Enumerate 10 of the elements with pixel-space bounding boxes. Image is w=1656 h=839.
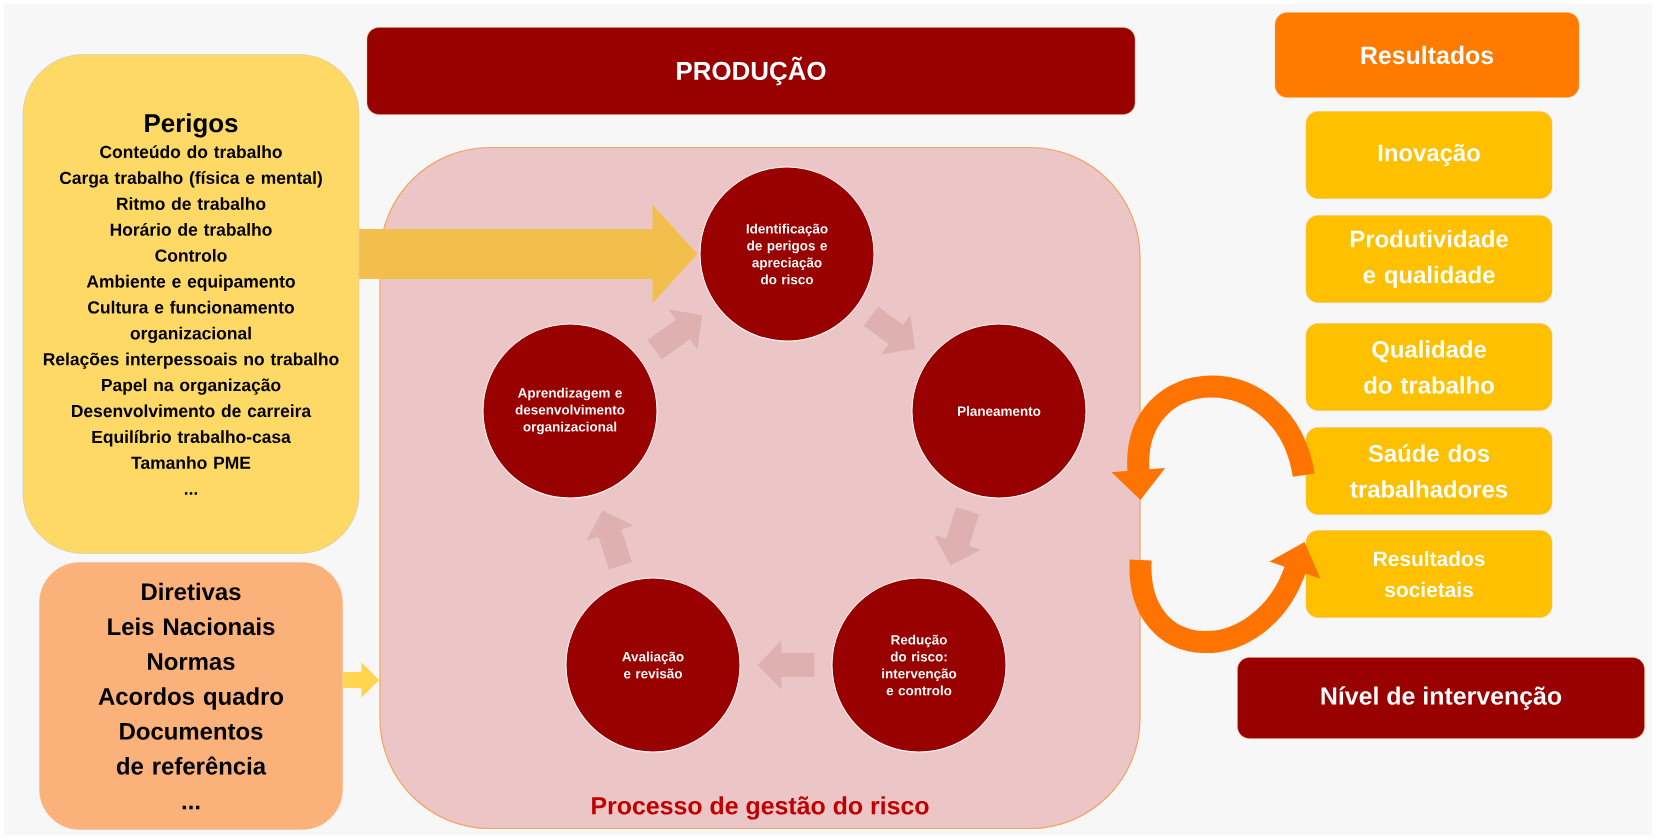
intervention-level-banner: Nível de intervenção [1237,657,1645,739]
result-box: Inovação [1305,111,1553,199]
result-box: Resultados societais [1305,530,1553,618]
results-header: Resultados [1274,12,1580,98]
production-banner: PRODUÇÃO [366,27,1136,115]
hazards-box: Perigos Conteúdo do trabalho Carga trabalho (física e mental) Ritmo de trabalho Horário de trabalho Controlo Ambiente e equipamento Cultura e funcionamento organizacional Relações interpessoais no trabalho Papel na organização Desenvolvimento de carreira Equilíbrio trabalho-casa Tamanho PME ... [22,54,360,554]
result-box: Qualidade do trabalho [1305,323,1553,411]
regulations-box: Diretivas Leis Nacionais Normas Acordos quadro Documentos de referência ... [39,562,343,830]
result-box: Saúde dos trabalhadores [1305,427,1553,515]
result-box: Produtividade e qualidade [1305,215,1553,303]
